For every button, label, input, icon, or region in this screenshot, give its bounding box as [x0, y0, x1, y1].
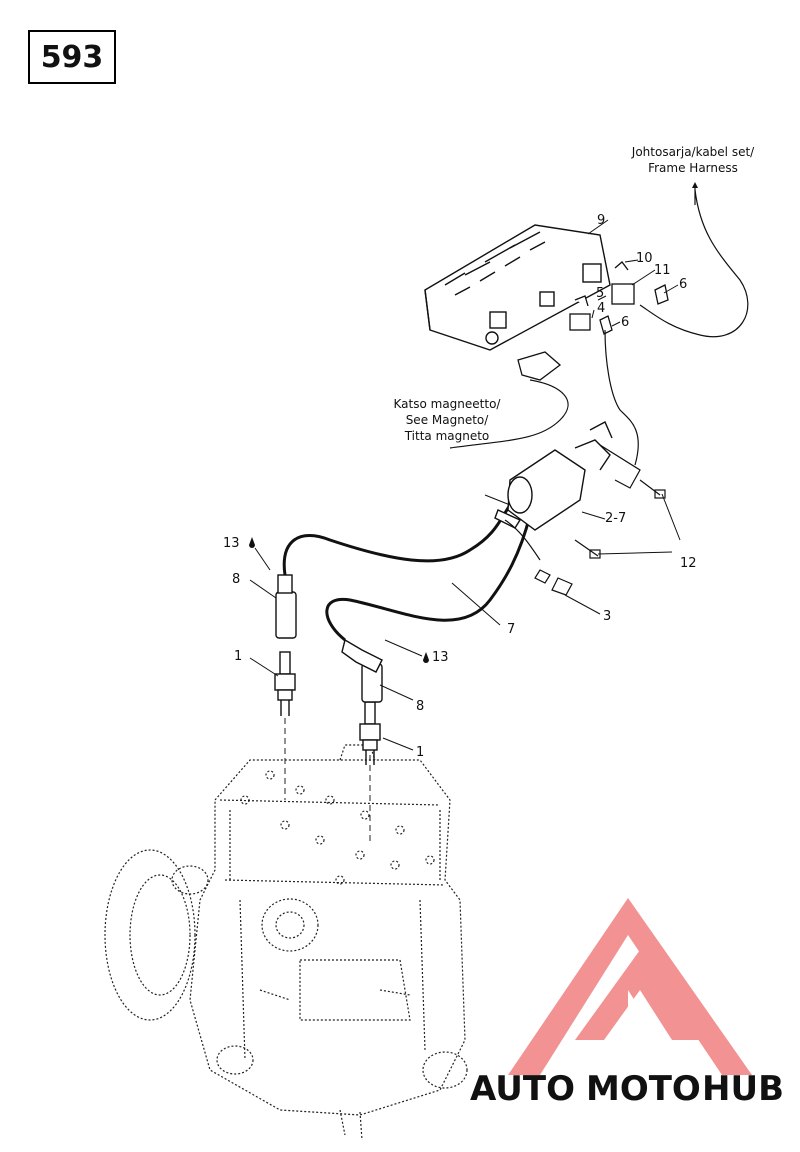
callout-1-left: 1: [234, 649, 242, 664]
callout-5: 5: [596, 286, 604, 301]
watermark-hub: HUB: [702, 1069, 784, 1109]
callout-2-7: 2-7: [605, 511, 626, 526]
ht-wires: [282, 504, 532, 642]
plug-cap-right: [341, 638, 383, 703]
watermark-auto: AUTO: [470, 1069, 575, 1109]
module-connectors: [517, 261, 669, 381]
callout-8-left: 8: [232, 572, 240, 587]
callout-3: 3: [603, 609, 611, 624]
callout-7: 7: [507, 622, 515, 637]
callout-4: 4: [597, 301, 605, 316]
spark-plug-left: [274, 651, 296, 716]
watermark-moto: MOTO: [586, 1069, 701, 1109]
plug-cap-left: [275, 574, 297, 639]
engine-block: [104, 744, 468, 1141]
cdi-module: [424, 224, 611, 351]
callout-6-upper: 6: [679, 277, 687, 292]
callout-9: 9: [597, 213, 605, 228]
callout-13-left: 13: [223, 536, 240, 551]
watermark-logo-icon: [508, 898, 752, 1075]
sealant-drop-icon: [423, 652, 429, 663]
callout-11: 11: [654, 263, 671, 278]
alignment-lines: [284, 718, 371, 845]
note-frame-harness-line2: Frame Harness: [648, 161, 738, 175]
callout-6-lower: 6: [621, 315, 629, 330]
page-number: 593: [40, 39, 104, 75]
harness-wires: [449, 189, 749, 561]
sealant-drop-icon: [249, 537, 255, 548]
callout-12: 12: [680, 556, 697, 571]
ignition-coil: [494, 421, 613, 531]
leader-lines: [249, 219, 681, 751]
spark-plug-right: [359, 701, 381, 765]
callout-10: 10: [636, 251, 653, 266]
note-frame-harness-line1: Johtosarja/kabel set/: [631, 145, 755, 159]
callout-8-right: 8: [416, 699, 424, 714]
callout-13-right: 13: [432, 650, 449, 665]
note-see-magneto-line3: Titta magneto: [404, 429, 490, 443]
harness-arrowhead: [692, 182, 698, 188]
callout-1-right: 1: [416, 745, 424, 760]
note-see-magneto-line1: Katso magneetto/: [394, 397, 502, 411]
note-see-magneto-line2: See Magneto/: [406, 413, 490, 427]
page-number-box: 593: [28, 30, 116, 84]
